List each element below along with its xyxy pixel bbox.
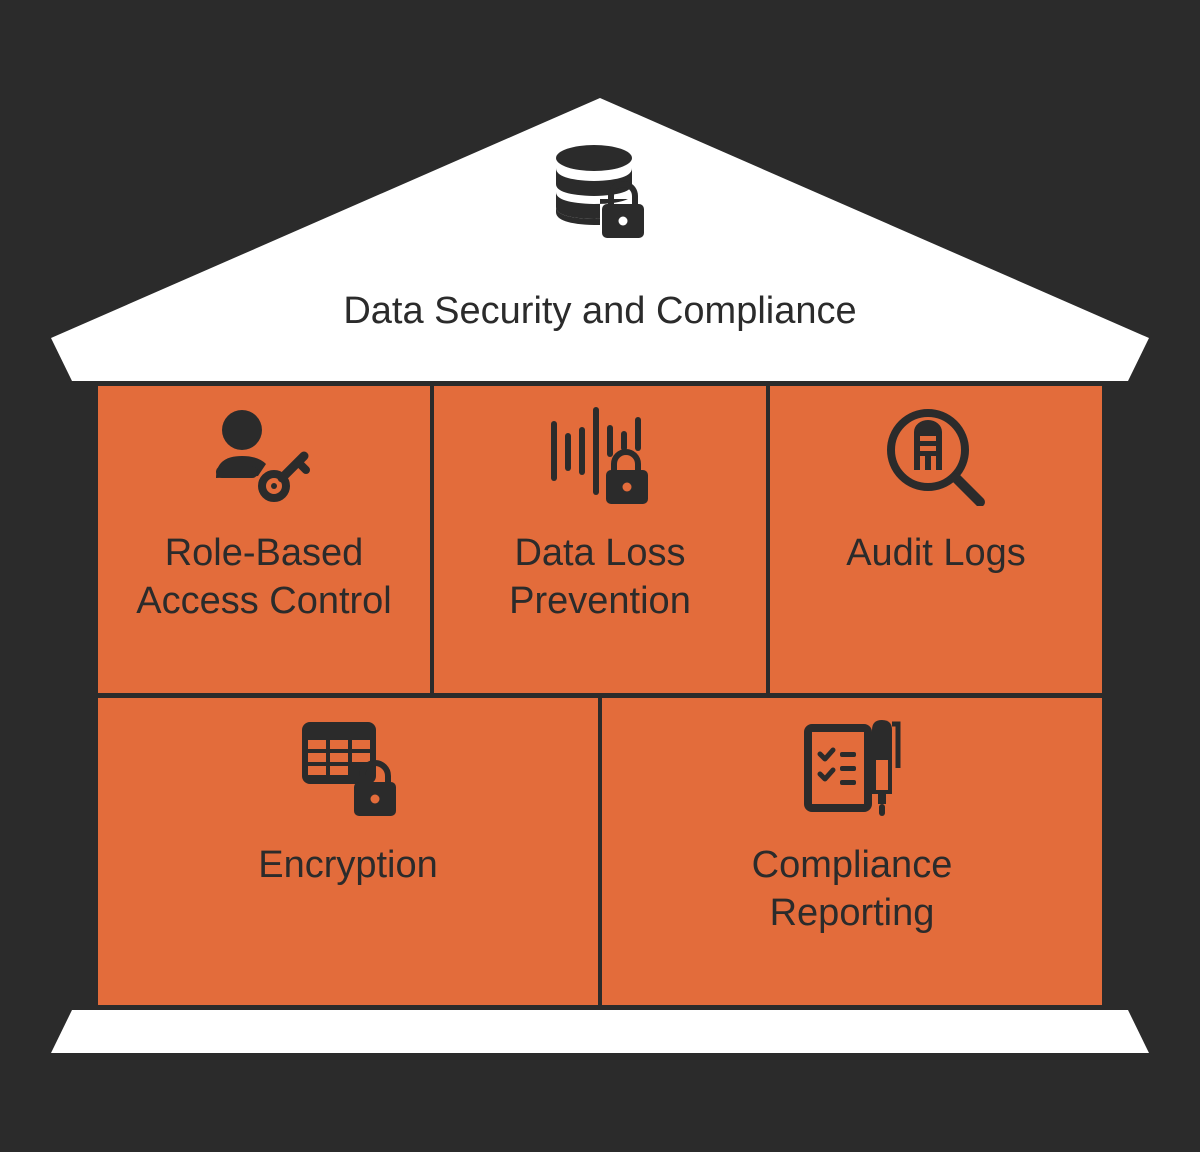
pillar-role-based-access-control: Role-Based Access Control — [98, 386, 430, 693]
magnifier-document-icon — [886, 406, 986, 511]
foundation — [51, 1010, 1149, 1053]
pillar-label: Data Loss Prevention — [509, 532, 691, 622]
pillar-compliance-reporting: Compliance Reporting — [602, 698, 1102, 1005]
pillar-label: Encryption — [258, 844, 438, 886]
pillar-data-loss-prevention: Data Loss Prevention — [434, 386, 766, 693]
pillar-label: Audit Logs — [846, 532, 1026, 574]
table-lock-icon — [300, 720, 400, 825]
database-lock-icon — [556, 144, 646, 245]
page-title: Data Security and Compliance — [343, 290, 857, 332]
checklist-pen-icon — [804, 720, 904, 825]
pillar-audit-logs: Audit Logs — [770, 386, 1102, 693]
roof — [51, 98, 1149, 381]
pillar-label: Role-Based Access Control — [136, 532, 392, 622]
user-key-icon — [214, 408, 314, 509]
pillar-label: Compliance Reporting — [751, 844, 953, 934]
soundwave-lock-icon — [550, 406, 650, 511]
pillar-encryption: Encryption — [98, 698, 598, 1005]
